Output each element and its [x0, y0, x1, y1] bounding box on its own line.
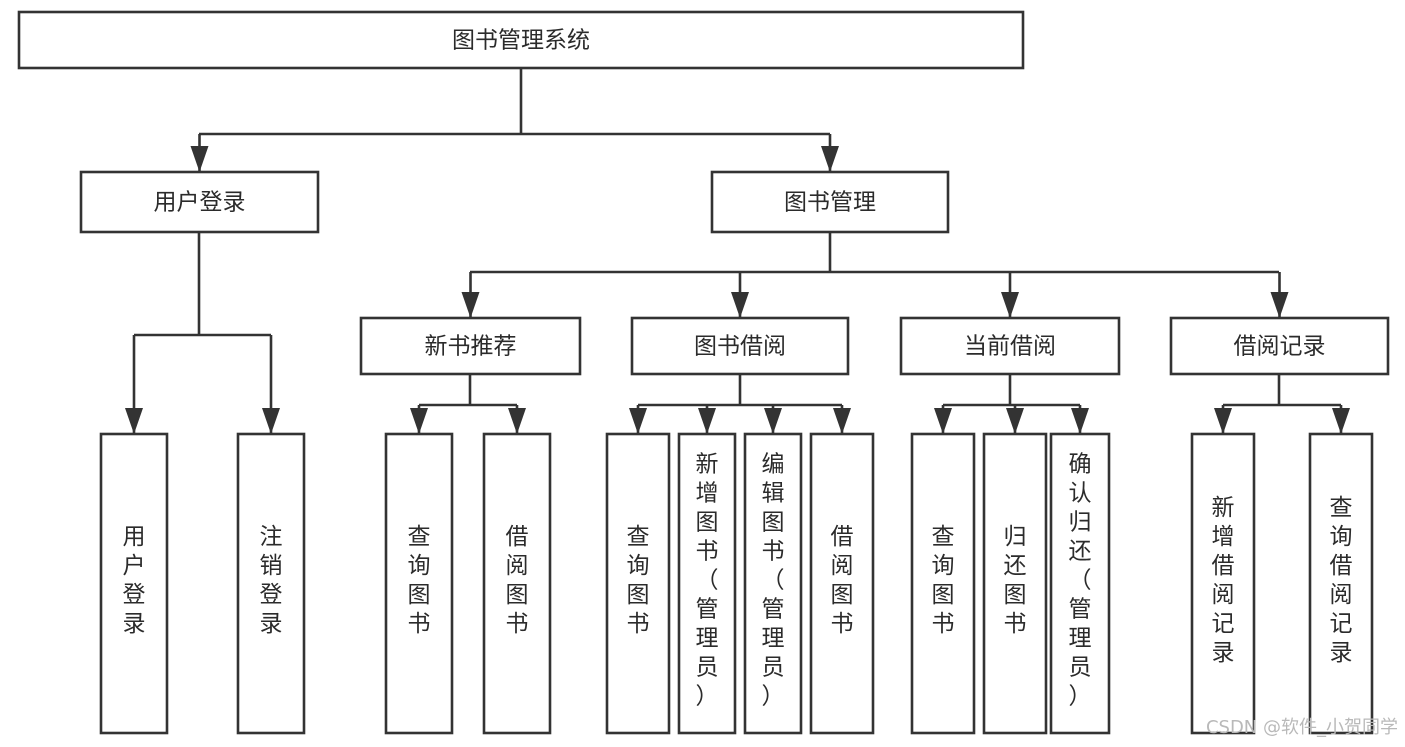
- arrow-head-icon: [1270, 292, 1289, 318]
- connector-group-borrow-record: [1214, 374, 1350, 434]
- node-box: [630, 316, 850, 376]
- arrow-head-icon: [698, 408, 716, 434]
- node-leaf-user-login[interactable]: 用户登录: [99, 432, 169, 735]
- node-label: 查询图书: [627, 524, 650, 637]
- node-leaf-query-record[interactable]: 查询借阅记录: [1308, 432, 1374, 735]
- arrow-head-icon: [1332, 408, 1350, 434]
- node-leaf-query-book-1[interactable]: 查询图书: [384, 432, 454, 735]
- node-label: 查询图书: [408, 524, 431, 637]
- node-label: 当前借阅: [964, 334, 1056, 360]
- connector-group-book-manage: [461, 232, 1289, 318]
- arrow-head-icon: [125, 408, 143, 434]
- connector-group-user-login: [125, 232, 280, 434]
- node-box: [1049, 432, 1111, 735]
- node-leaf-logout[interactable]: 注销登录: [236, 432, 306, 735]
- node-label: 编辑图书（管理员）: [762, 452, 785, 710]
- node-label: 图书管理系统: [452, 28, 590, 54]
- node-box: [482, 432, 552, 735]
- node-box: [605, 432, 671, 735]
- node-borrow-record[interactable]: 借阅记录: [1169, 316, 1390, 376]
- node-leaf-return-book[interactable]: 归还图书: [982, 432, 1048, 735]
- node-box: [1190, 432, 1256, 735]
- node-label: 新书推荐: [425, 334, 517, 360]
- arrow-head-icon: [508, 408, 526, 434]
- node-box: [910, 432, 976, 735]
- node-box: [236, 432, 306, 735]
- node-label: 新增图书（管理员）: [696, 452, 719, 710]
- arrow-head-icon: [833, 408, 851, 434]
- arrow-head-icon: [190, 146, 209, 172]
- node-label: 图书管理: [784, 190, 876, 216]
- node-leaf-query-book-3[interactable]: 查询图书: [910, 432, 976, 735]
- node-leaf-add-book[interactable]: 新增图书（管理员）: [677, 432, 737, 735]
- node-label: 查询图书: [932, 524, 955, 637]
- arrow-head-icon: [1214, 408, 1232, 434]
- arrow-head-icon: [764, 408, 782, 434]
- node-book-manage[interactable]: 图书管理: [710, 170, 950, 234]
- node-label: 查询借阅记录: [1330, 495, 1353, 666]
- csdn-watermark: CSDN @软件_小贺同学: [1206, 717, 1398, 738]
- node-box: [99, 432, 169, 735]
- node-label: 用户登录: [123, 524, 146, 637]
- node-new-book-recommend[interactable]: 新书推荐: [359, 316, 582, 376]
- connector-group-new-book-recommend: [410, 374, 526, 434]
- node-label: 确认归还（管理员）: [1069, 452, 1092, 710]
- arrow-head-icon: [410, 408, 428, 434]
- node-box: [17, 10, 1025, 70]
- node-box: [982, 432, 1048, 735]
- node-box: [677, 432, 737, 735]
- arrow-head-icon: [262, 408, 280, 434]
- connector-group-current-borrow: [934, 374, 1089, 434]
- node-label: 图书借阅: [694, 334, 786, 360]
- arrow-head-icon: [461, 292, 480, 318]
- node-leaf-edit-book[interactable]: 编辑图书（管理员）: [743, 432, 803, 735]
- node-box: [359, 316, 582, 376]
- arrow-head-icon: [1001, 292, 1019, 318]
- node-box: [1308, 432, 1374, 735]
- node-leaf-borrow-book-2[interactable]: 借阅图书: [809, 432, 875, 735]
- node-label: 借阅图书: [831, 524, 854, 637]
- node-label: 注销登录: [260, 524, 283, 637]
- node-box: [809, 432, 875, 735]
- arrow-head-icon: [821, 146, 839, 172]
- node-box: [79, 170, 320, 234]
- node-leaf-query-book-2[interactable]: 查询图书: [605, 432, 671, 735]
- connector-group-book-borrow: [629, 374, 851, 434]
- node-user-login[interactable]: 用户登录: [79, 170, 320, 234]
- node-label: 借阅记录: [1234, 334, 1326, 360]
- arrow-head-icon: [731, 292, 749, 318]
- connector-group-root: [190, 68, 839, 172]
- node-root[interactable]: 图书管理系统: [17, 10, 1025, 70]
- arrow-head-icon: [629, 408, 647, 434]
- node-label: 归还图书: [1004, 524, 1027, 637]
- arrow-head-icon: [1071, 408, 1089, 434]
- node-leaf-add-record[interactable]: 新增借阅记录: [1190, 432, 1256, 735]
- node-box: [710, 170, 950, 234]
- node-box: [384, 432, 454, 735]
- node-label: 借阅图书: [506, 524, 529, 637]
- node-box: [743, 432, 803, 735]
- node-leaf-borrow-book-1[interactable]: 借阅图书: [482, 432, 552, 735]
- connector-layer: [125, 68, 1350, 434]
- node-leaf-confirm-return[interactable]: 确认归还（管理员）: [1049, 432, 1111, 735]
- node-label: 用户登录: [154, 190, 246, 216]
- node-box: [899, 316, 1121, 376]
- node-label: 新增借阅记录: [1212, 495, 1235, 666]
- node-box: [1169, 316, 1390, 376]
- node-layer: 图书管理系统用户登录图书管理新书推荐图书借阅当前借阅借阅记录用户登录注销登录查询…: [17, 10, 1390, 735]
- node-current-borrow[interactable]: 当前借阅: [899, 316, 1121, 376]
- node-book-borrow[interactable]: 图书借阅: [630, 316, 850, 376]
- arrow-head-icon: [934, 408, 952, 434]
- arrow-head-icon: [1006, 408, 1024, 434]
